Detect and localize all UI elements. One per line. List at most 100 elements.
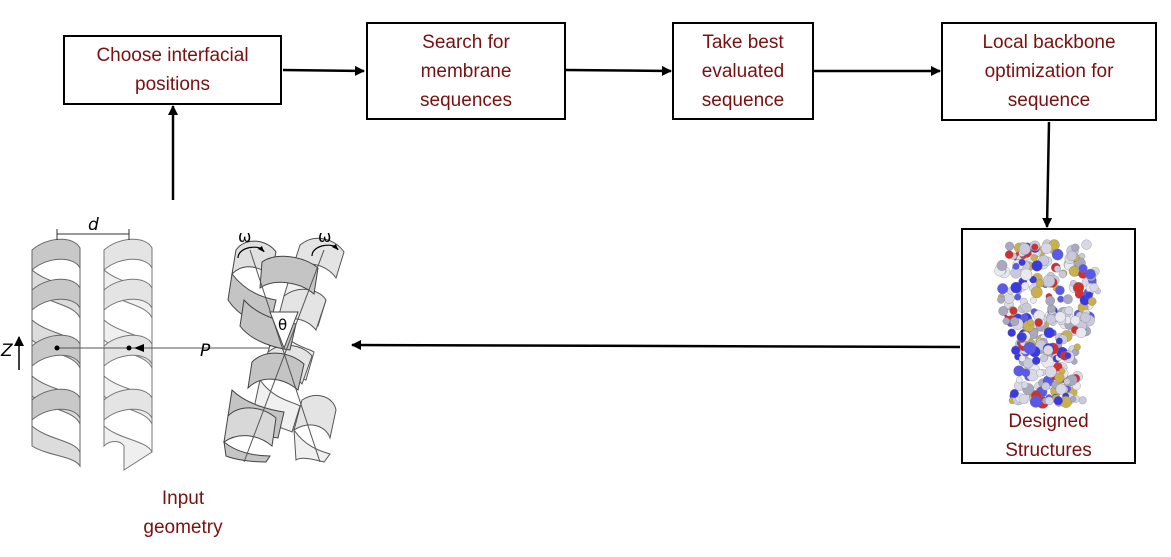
- atom-sphere: [1063, 378, 1071, 386]
- step-choose-label: Choose interfacial positions: [96, 45, 249, 95]
- atom-sphere: [997, 295, 1006, 304]
- atom-sphere: [1036, 369, 1044, 377]
- axis-point-2: [126, 345, 132, 351]
- atom-sphere: [1009, 389, 1019, 398]
- atom-sphere: [1018, 258, 1026, 266]
- protein-structure-image: [994, 239, 1101, 409]
- atom-sphere: [1043, 327, 1055, 339]
- atom-sphere: [1020, 313, 1029, 322]
- step-search-membrane-sequences: Search for membrane sequences: [366, 22, 566, 120]
- omega-arrowhead-right: [332, 244, 338, 250]
- atom-sphere: [1030, 254, 1038, 262]
- atom-sphere: [1045, 396, 1054, 406]
- arrow-search-to-best: [565, 65, 672, 76]
- atom-sphere: [1029, 275, 1037, 284]
- atom-sphere: [1018, 243, 1031, 255]
- atom-sphere: [1014, 293, 1022, 301]
- atom-sphere: [1055, 285, 1065, 296]
- designed-structures-label: Designed Structures: [1005, 411, 1092, 461]
- atom-sphere: [1071, 243, 1080, 252]
- theta-wedge: [269, 311, 299, 350]
- atom-sphere: [997, 283, 1009, 295]
- atom-sphere: [1089, 283, 1099, 292]
- atom-sphere: [1007, 328, 1016, 337]
- atom-sphere: [1063, 294, 1073, 305]
- atom-sphere: [1023, 341, 1036, 355]
- helix-axis-2: [243, 249, 325, 463]
- d-symbol: d: [88, 215, 99, 235]
- atom-sphere: [1018, 355, 1026, 362]
- atom-sphere: [1009, 306, 1018, 315]
- arrow-designed-to-input: [351, 340, 961, 351]
- atom-sphere: [1053, 265, 1061, 273]
- omega-arrowhead-left: [258, 246, 264, 252]
- atom-sphere: [1055, 383, 1067, 395]
- atom-sphere: [1073, 343, 1081, 351]
- step-choose-interfacial-positions: Choose interfacial positions: [63, 35, 282, 105]
- atom-sphere: [1054, 372, 1065, 383]
- atom-sphere: [1027, 318, 1034, 326]
- atom-sphere: [1044, 366, 1057, 378]
- atom-sphere: [1072, 282, 1085, 294]
- p-symbol: P: [200, 341, 211, 361]
- atom-sphere: [1040, 354, 1049, 363]
- atom-sphere: [1041, 382, 1051, 391]
- atom-sphere: [1045, 295, 1056, 306]
- input-geometry-label: Input geometry: [143, 488, 223, 538]
- atom-sphere: [1015, 376, 1023, 384]
- crossed-helix-front: [223, 240, 319, 463]
- atom-sphere: [1058, 270, 1067, 279]
- atom-sphere: [1081, 239, 1092, 250]
- atom-sphere: [1031, 243, 1039, 251]
- atom-sphere: [1075, 327, 1087, 338]
- step-local-label: Local backbone optimization for sequence: [982, 32, 1116, 111]
- atom-sphere: [1012, 262, 1020, 270]
- atom-sphere: [1021, 281, 1030, 290]
- atom-sphere: [1031, 260, 1043, 272]
- helix-ribbon-left-1: [31, 238, 81, 468]
- atom-sphere: [1004, 250, 1014, 259]
- atom-sphere: [1078, 264, 1088, 273]
- atom-sphere: [1080, 312, 1091, 323]
- step-best-label: Take best evaluated sequence: [701, 31, 785, 111]
- axis-point-1: [54, 345, 60, 351]
- atom-sphere: [1009, 316, 1020, 327]
- arrow-choose-to-search: [282, 65, 365, 76]
- atom-sphere: [1054, 311, 1066, 323]
- step-take-best-sequence: Take best evaluated sequence: [672, 22, 814, 120]
- helix-ribbon-left-2: [103, 238, 153, 471]
- atom-sphere: [1064, 352, 1072, 360]
- atom-sphere: [1070, 395, 1077, 403]
- atom-sphere: [998, 306, 1009, 316]
- p-arrow-left: [134, 344, 144, 352]
- atom-sphere: [1030, 296, 1037, 304]
- atom-sphere: [1064, 306, 1074, 315]
- atom-sphere: [1078, 396, 1087, 405]
- theta-symbol: θ: [278, 316, 287, 334]
- atom-sphere: [1032, 356, 1041, 365]
- omega-symbol-left: ω: [238, 227, 251, 246]
- atom-sphere: [1043, 345, 1054, 356]
- atom-sphere: [1085, 268, 1096, 280]
- atom-sphere: [1034, 318, 1043, 327]
- atom-sphere: [1040, 242, 1053, 254]
- helix-axis-1: [249, 249, 321, 463]
- atom-sphere: [1021, 368, 1031, 378]
- atom-sphere: [996, 260, 1008, 271]
- z-symbol: Z: [0, 341, 13, 361]
- atom-sphere: [1066, 250, 1077, 262]
- atom-sphere: [1070, 315, 1081, 326]
- atom-sphere: [1035, 279, 1044, 288]
- atom-sphere: [1021, 302, 1032, 313]
- step-search-label: Search for membrane sequences: [420, 31, 512, 111]
- atom-sphere: [1030, 286, 1043, 299]
- atom-sphere: [1051, 248, 1064, 261]
- atom-sphere: [1029, 395, 1042, 408]
- atom-sphere: [1002, 317, 1010, 325]
- atom-sphere: [1011, 345, 1021, 355]
- atom-sphere: [1018, 394, 1029, 404]
- arrow-local-to-designed: [1042, 121, 1053, 228]
- atom-sphere: [1042, 274, 1056, 288]
